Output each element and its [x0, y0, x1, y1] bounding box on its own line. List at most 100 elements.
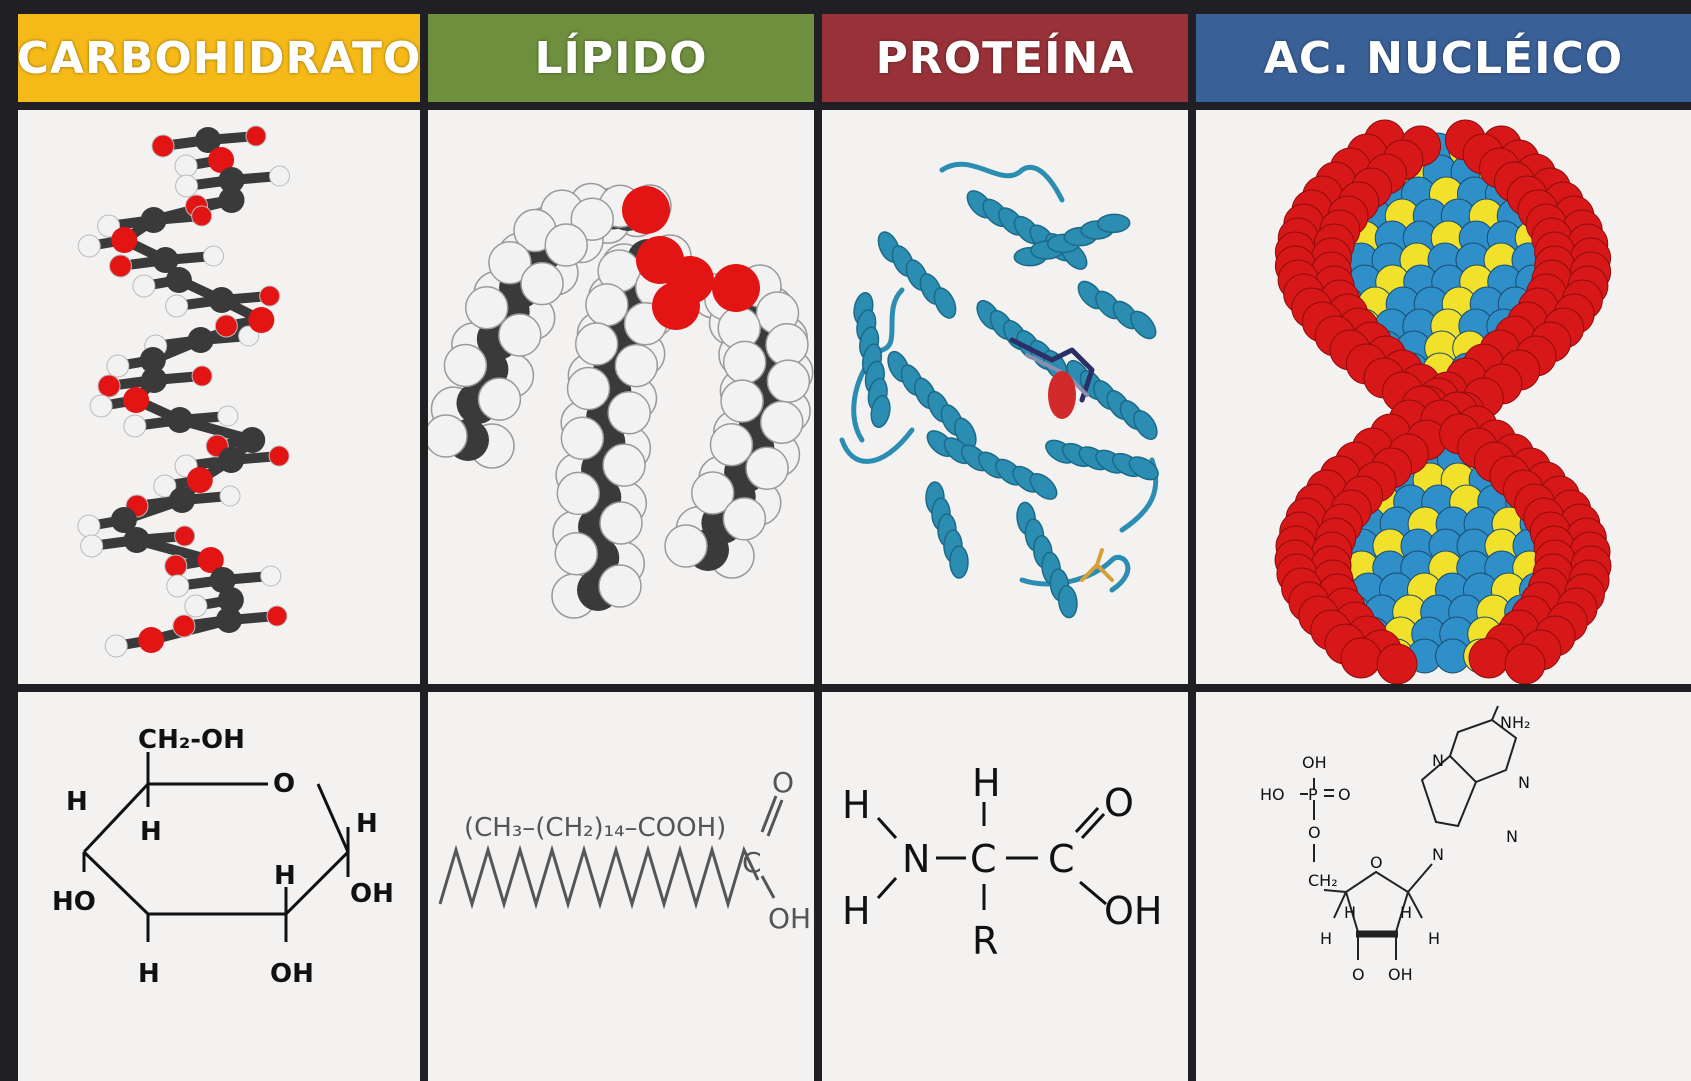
carb-side-atom [77, 514, 101, 538]
carb-chain-atom [215, 607, 242, 633]
carb-chain-atom [239, 427, 266, 453]
carb-chain-atom [169, 487, 196, 513]
carb-side-atom [214, 314, 238, 338]
lipid-hydrogen-atom [766, 359, 811, 403]
h-c4-label: H [140, 817, 162, 847]
proteina-formula-cell: H H H N C C O OH R [822, 692, 1188, 1081]
carb-chain-atom [218, 187, 245, 213]
lipid-oxygen-atom [652, 282, 700, 330]
h-bottom-label: H [138, 959, 160, 989]
dna-double-helix-model [1274, 119, 1612, 684]
dna-backbone-atom [1340, 637, 1382, 679]
carb-side-atom [174, 154, 198, 178]
carb-side-atom [174, 525, 196, 547]
lipid-hydrogen-atom [428, 414, 468, 458]
carb-chain-atom [187, 327, 214, 353]
carbohidrato-model-cell [18, 110, 420, 684]
carboxyl-carbon-label: C [742, 846, 762, 879]
carb-chain-atom [123, 387, 150, 413]
dna-backbone-atom [1468, 637, 1510, 679]
lipid-hydrogen-atom [614, 343, 659, 388]
protein-helix-turn [870, 394, 891, 428]
carb-chain-atom [209, 567, 236, 593]
carb-chain-atom [152, 247, 179, 273]
lipid-hydrogen-atom [690, 471, 735, 515]
lipid-hydrogen-atom [520, 261, 564, 306]
protein-helix-turn [949, 545, 969, 579]
lipid-hydrogen-atom [544, 223, 588, 267]
carb-side-atom [97, 374, 121, 398]
carb-side-atom [80, 534, 104, 558]
lipid-hydrogen-atom [598, 564, 642, 608]
carb-chain-atom [140, 207, 167, 233]
protein-ribbon-model [839, 161, 1159, 619]
carb-side-atom [166, 574, 190, 598]
carb-side-atom [153, 474, 177, 498]
carb-chain-atom [248, 307, 275, 333]
header-acido-nucleico-label: AC. NUCLÉICO [1263, 32, 1624, 84]
carb-side-atom [269, 165, 291, 187]
lipid-hydrogen-atom [560, 416, 605, 461]
amine-h2-label: H [842, 889, 871, 933]
glycosidic-n-label: N [1432, 845, 1444, 864]
glucose-structural-formula: CH₂-OH O H H H H HO OH H OH [52, 725, 394, 989]
carboxyl-oxygen-label: O [1104, 781, 1134, 825]
phosphorus-label: P [1308, 785, 1318, 804]
sugar-h3-label: H [1320, 929, 1332, 948]
carbohidrato-formula-cell: CH₂-OH O H H H H HO OH H OH [18, 692, 420, 1081]
carb-side-atom [172, 614, 196, 638]
fatty-acid-formula: (CH₃–(CH₂)₁₄–COOH) C O OH [438, 766, 811, 935]
lipid-oxygen-atom [622, 186, 670, 234]
alpha-carbon-label: C [970, 837, 997, 881]
lipid-hydrogen-atom [722, 497, 767, 541]
carb-chain-atom [195, 127, 221, 153]
purine-n-right-label: N [1518, 773, 1530, 792]
carb-side-atom [89, 394, 113, 418]
carb-side-atom [217, 405, 239, 427]
protein-helix-turn [1096, 213, 1131, 234]
carb-side-atom [245, 125, 267, 147]
lipid-hydrogen-atom [664, 524, 708, 568]
sugar-oh-bottom-label: OH [1388, 965, 1413, 984]
carb-side-atom [164, 554, 188, 578]
carb-chain-atom [123, 527, 150, 553]
proteina-model-cell [822, 110, 1188, 684]
protein-helix-turn [1029, 472, 1058, 500]
lipid-hydrogen-atom [554, 532, 599, 576]
h-left-label: H [66, 787, 88, 817]
ch2oh-label: CH₂-OH [138, 725, 245, 755]
lipid-hydrogen-atom [722, 340, 767, 385]
phosphate-oh-label: OH [1302, 753, 1327, 772]
phosphate-link-oxygen-label: O [1308, 823, 1321, 842]
carboxyl-hydroxyl-label: OH [768, 902, 811, 935]
lipid-hydrogen-atom [443, 343, 488, 388]
amino-acid-formula: H H H N C C O OH R [842, 761, 1162, 963]
carb-side-atom [165, 294, 189, 318]
lipid-hydrogen-atom [498, 313, 542, 357]
carboxyl-carbon-label: C [1048, 837, 1075, 881]
carb-side-atom [238, 325, 260, 347]
h-c2-label: H [274, 861, 296, 891]
lipid-hydrogen-atom [602, 443, 646, 487]
protein-helix-turn [1057, 584, 1078, 619]
lipid-space-filling-model [428, 182, 814, 619]
lipido-formula-cell: (CH₃–(CH₂)₁₄–COOH) C O OH [428, 692, 814, 1081]
carb-chain-atom [110, 507, 137, 533]
carb-side-atom [175, 174, 199, 198]
carb-chain-atom [186, 467, 213, 493]
sugar-h1-label: H [1344, 903, 1356, 922]
nucleotide-formula: NH₂ OH HO P O O CH₂ O N N N N H H H H O … [1260, 705, 1530, 984]
dna-backbone-atom [1504, 643, 1546, 684]
carb-side-atom [132, 274, 156, 298]
carboxyl-oh-label: OH [1104, 889, 1162, 933]
protein-helix-turn [1130, 310, 1157, 340]
amine-n-label: N [902, 837, 930, 881]
carb-side-atom [104, 634, 128, 658]
phosphate-eq-oxygen-label: O [1338, 785, 1351, 804]
header-lipido: LÍPIDO [428, 14, 814, 102]
carb-side-atom [191, 205, 213, 227]
lipid-hydrogen-atom [570, 197, 614, 242]
carb-chain-atom [138, 627, 165, 653]
oh-right-label: OH [350, 879, 394, 909]
